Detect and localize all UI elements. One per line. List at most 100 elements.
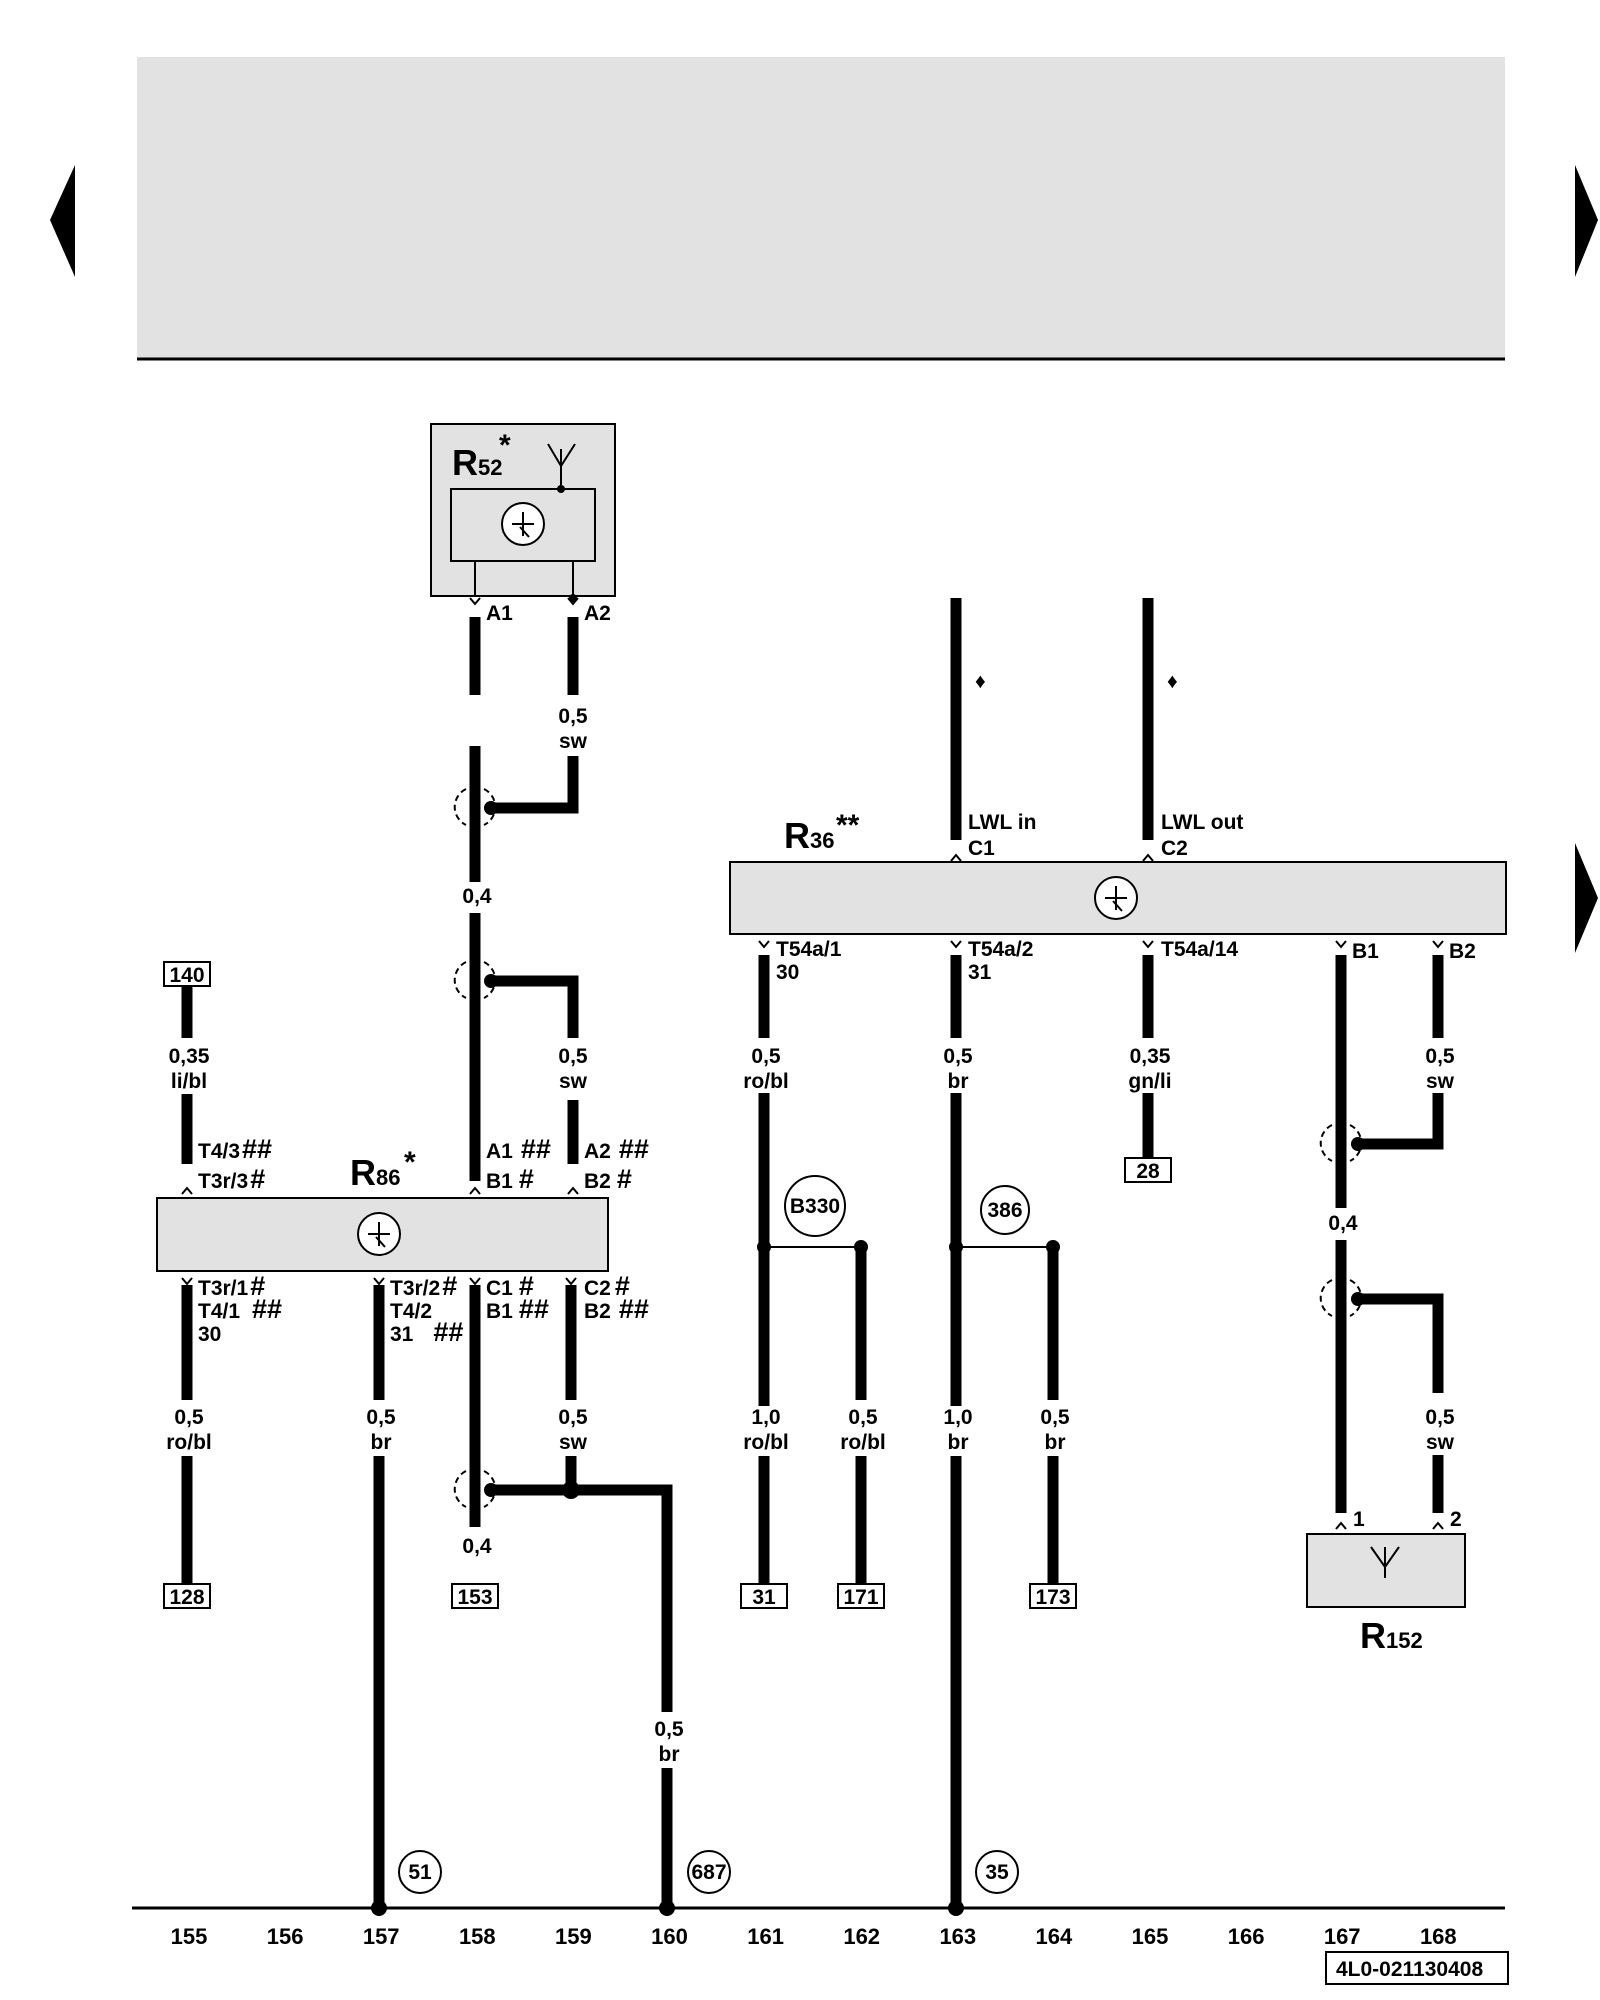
wire-r152-2 — [1351, 1292, 1444, 1513]
wire-size: 0,5 — [848, 1406, 878, 1429]
ref-box-28[interactable] — [1124, 1157, 1172, 1183]
wire-color: br — [948, 1070, 969, 1093]
pin-r86-b2-bot: B2 — [584, 1300, 611, 1323]
pin-connectors — [181, 597, 1444, 1530]
ground-point-35 — [975, 1850, 1019, 1894]
circle-51: 51 — [408, 1861, 432, 1884]
marker-double: ## — [433, 1317, 463, 1347]
svg-text:C2#: C2# — [584, 1271, 630, 1301]
circle-687: 687 — [691, 1861, 726, 1884]
circle-35: 35 — [985, 1861, 1009, 1884]
lwl-out-label: LWL out — [1161, 811, 1243, 834]
pin-t54a2: T54a/2 — [968, 938, 1033, 961]
antenna-icon — [1370, 1546, 1400, 1578]
wire-size: 0,5 — [558, 1045, 588, 1068]
wire-size: 0,5 — [943, 1045, 973, 1068]
svg-text:C1#: C1# — [486, 1271, 534, 1301]
ref-173: 173 — [1035, 1586, 1070, 1609]
svg-text:R36: R36 — [784, 815, 834, 856]
svg-text:T3r/3#: T3r/3# — [198, 1164, 265, 1194]
svg-text:B1#: B1 # — [486, 1164, 534, 1194]
pin-connector-mark — [950, 940, 962, 949]
pin-t3r-2: T3r/2 — [390, 1277, 440, 1300]
pin-connector-mark — [469, 1277, 481, 1286]
ref-box-171[interactable] — [837, 1583, 885, 1609]
ref-153: 153 — [457, 1586, 492, 1609]
wire-color: sw — [559, 1070, 588, 1093]
pin-t4-1: T4/1 — [198, 1300, 240, 1323]
pin-connector-mark — [950, 853, 962, 862]
pin-connector-mark — [469, 597, 481, 606]
wire-r86-a2 — [484, 974, 579, 1164]
pin-r86-b1-top: B1 — [486, 1170, 513, 1193]
pin-connector-mark — [1432, 1521, 1444, 1530]
ref-box-153[interactable] — [451, 1583, 499, 1609]
track-number: 159 — [555, 1924, 592, 1949]
doc-id: 4L0-021130408 — [1336, 1958, 1483, 1981]
track-number: 163 — [939, 1924, 976, 1949]
track-number: 164 — [1036, 1924, 1073, 1949]
marker-double: ## — [252, 1294, 282, 1324]
pin-r86-b2-top: B2 — [584, 1170, 611, 1193]
pin-t4-2: T4/2 — [390, 1300, 432, 1323]
marker-double: ## — [521, 1134, 551, 1164]
wire-color: sw — [559, 1431, 588, 1454]
ref-box-128[interactable] — [163, 1583, 211, 1609]
pin-t3r-3: T3r/3 — [198, 1170, 248, 1193]
marker-single: # — [250, 1164, 265, 1194]
pin-t54a14: T54a/14 — [1161, 938, 1238, 961]
wire-size: 1,0 — [751, 1406, 780, 1429]
wire-color: sw — [559, 730, 588, 753]
pin-t54a1: T54a/1 — [776, 938, 842, 961]
pin-connector-mark — [181, 1277, 193, 1286]
marker-single: # — [615, 1271, 630, 1301]
ground-point-386 — [980, 1185, 1030, 1235]
wire-color: ro/bl — [743, 1431, 789, 1454]
circle-b330: B330 — [790, 1195, 840, 1218]
track-number: 158 — [459, 1924, 496, 1949]
marker-double: ## — [619, 1134, 649, 1164]
track-number: 160 — [651, 1924, 688, 1949]
track-number: 165 — [1132, 1924, 1169, 1949]
wire-size: 0,5 — [654, 1718, 684, 1741]
marker-single: # — [519, 1164, 534, 1194]
triangle-right-icon[interactable] — [1575, 165, 1598, 277]
circle-386: 386 — [987, 1199, 1022, 1222]
triangle-left-icon[interactable] — [50, 165, 75, 277]
lwl-in-label: LWL in — [968, 811, 1036, 834]
component-r86: R86 * — [156, 1146, 609, 1272]
pin-connector-mark — [1142, 853, 1154, 862]
wire-size: 1,0 — [943, 1406, 972, 1429]
r86-letter: R — [350, 1152, 376, 1193]
wire-color: ro/bl — [840, 1431, 886, 1454]
wire-r52-a2 — [484, 617, 579, 815]
svg-text:T3r/1#: T3r/1# — [198, 1271, 265, 1301]
pin-r52-a2: A2 — [584, 602, 611, 625]
ref-box-173[interactable] — [1029, 1583, 1077, 1609]
pin-r52-a1: A1 — [486, 602, 513, 625]
pin-connector-mark — [1432, 940, 1444, 949]
r36-sub: 36 — [810, 828, 834, 853]
svg-text:R152: R152 — [1360, 1615, 1423, 1656]
marker-single: # — [250, 1271, 265, 1301]
triangle-right-icon[interactable] — [1575, 843, 1598, 953]
antenna-icon — [547, 443, 576, 493]
r86-star: * — [404, 1146, 416, 1179]
wire-color: sw — [1426, 1070, 1455, 1093]
pin-r36-b2: B2 — [1449, 940, 1476, 963]
svg-text:B2##: B2## — [584, 1294, 649, 1324]
pin-connector-mark — [1142, 940, 1154, 949]
wire-size: 0,5 — [1425, 1406, 1455, 1429]
ref-box-31[interactable] — [740, 1583, 788, 1609]
pin-t54a2-term: 31 — [968, 961, 992, 984]
track-number: 161 — [747, 1924, 784, 1949]
component-r36: R36 ** — [729, 809, 1507, 935]
wire-size: 0,5 — [751, 1045, 781, 1068]
r52-letter: R — [452, 442, 478, 483]
pin-connector-mark — [181, 1186, 193, 1195]
pin-connector-mark — [373, 1277, 385, 1286]
wire-160 — [571, 1484, 673, 1907]
diamond-icon: ♦ — [1167, 670, 1178, 693]
doc-id-box — [1325, 1951, 1509, 1985]
wire-size: 0,4 — [462, 885, 492, 908]
